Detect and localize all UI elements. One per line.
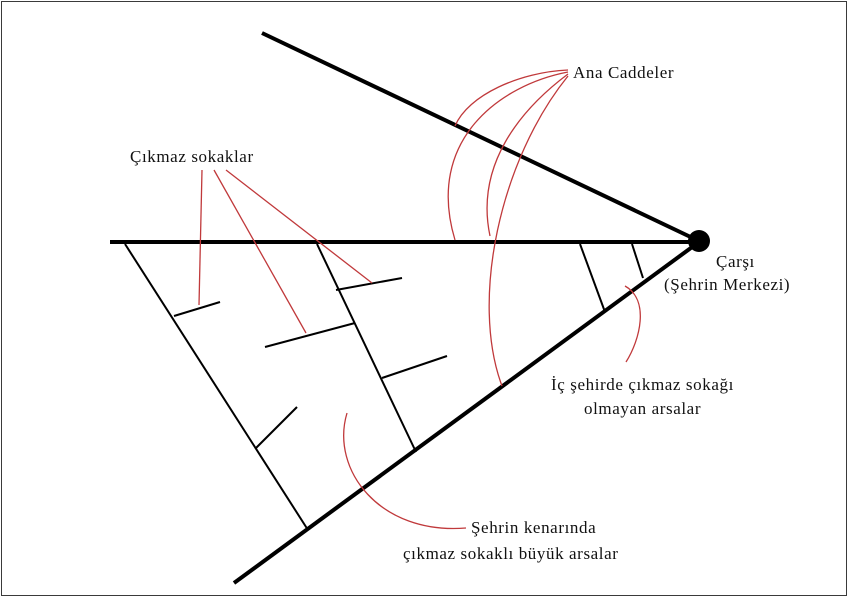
street-mid-diagonal [316, 243, 417, 453]
side-streets [124, 243, 644, 531]
leader-dead-end-3 [225, 169, 373, 284]
leader-main-road-lower [488, 75, 569, 387]
dead-end [381, 355, 448, 379]
dead-end [173, 301, 221, 317]
inner-street [579, 243, 606, 313]
label-dead-ends: Çıkmaz sokaklar [130, 147, 254, 166]
city-center-node [688, 230, 710, 252]
main-road-lower [232, 240, 701, 585]
leader-main-road-middle-2 [486, 73, 569, 237]
dead-end [335, 277, 403, 291]
street-left-diagonal [124, 243, 309, 531]
leader-main-road-upper [454, 69, 569, 127]
label-outer-lots-2: çıkmaz sokaklı büyük arsalar [403, 544, 619, 563]
leader-lines [198, 69, 641, 530]
label-center: Çarşı [716, 252, 755, 271]
leader-dead-end-2 [213, 169, 307, 334]
leader-inner-lots [624, 285, 641, 363]
inner-street [631, 243, 644, 279]
label-center-sub: (Şehrin Merkezi) [664, 275, 790, 294]
leader-main-road-middle [447, 71, 569, 241]
leader-dead-end-1 [198, 169, 203, 306]
main-roads [110, 31, 701, 585]
main-road-upper [261, 31, 700, 243]
label-inner-lots-1: İç şehirde çıkmaz sokağı [551, 375, 734, 394]
leader-outer-lots [343, 412, 467, 530]
label-main-roads: Ana Caddeler [573, 63, 674, 82]
label-inner-lots-2: olmayan arsalar [584, 399, 701, 418]
dead-end [255, 406, 298, 449]
dead-end [264, 322, 356, 348]
label-outer-lots-1: Şehrin kenarında [471, 518, 596, 537]
